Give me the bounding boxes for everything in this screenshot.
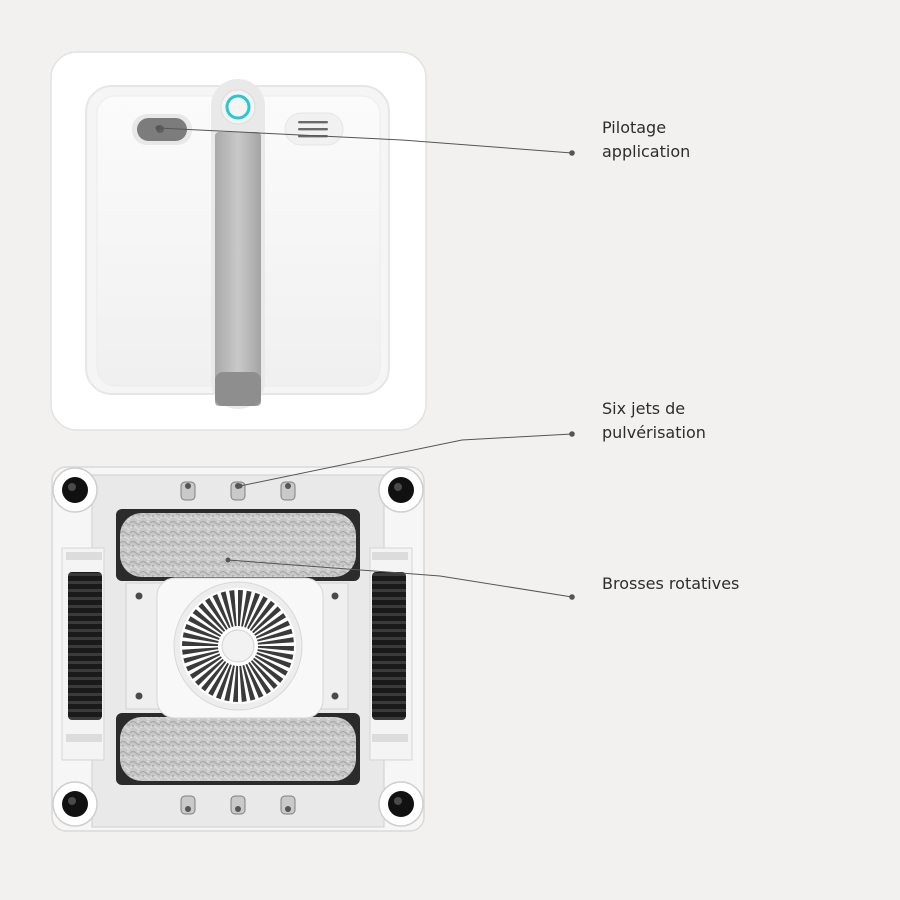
fan-blade bbox=[244, 592, 261, 628]
fan-blade bbox=[254, 655, 288, 676]
callout-line: pulvérisation bbox=[602, 423, 706, 442]
fan-blade bbox=[224, 665, 235, 702]
spray-jet-6 bbox=[280, 795, 296, 815]
fan-blade bbox=[186, 653, 221, 672]
corner-wheel-top-left bbox=[52, 467, 98, 513]
spray-jet-1 bbox=[180, 481, 196, 501]
fan-blade bbox=[242, 665, 256, 701]
fan-blade bbox=[182, 640, 219, 646]
fan-icon bbox=[173, 581, 303, 711]
spray-jet-5 bbox=[230, 795, 246, 815]
fan-blade bbox=[253, 657, 284, 683]
callout-line: application bbox=[602, 142, 691, 161]
fan-blade bbox=[192, 609, 223, 635]
leader-line-spray-jets bbox=[239, 433, 573, 487]
fan-blade bbox=[249, 600, 275, 631]
fan-blade bbox=[220, 591, 234, 627]
fan-blade bbox=[183, 650, 219, 664]
fan-blade bbox=[254, 613, 287, 636]
fan-blade bbox=[247, 596, 268, 630]
leader-line-brushes bbox=[227, 559, 573, 598]
fan-blade bbox=[257, 637, 294, 645]
callout-app-control: Pilotage application bbox=[602, 116, 690, 164]
device-top-view bbox=[50, 51, 427, 431]
top-rotating-brush bbox=[116, 509, 360, 581]
corner-wheel-bottom-right bbox=[378, 781, 424, 827]
fan-blades bbox=[182, 590, 294, 702]
fan-blade bbox=[198, 603, 226, 632]
device-bottom-view bbox=[51, 466, 425, 832]
callout-rotating-brushes: Brosses rotatives bbox=[602, 572, 739, 596]
leader-lines bbox=[155, 125, 575, 600]
corner-wheel-bottom-left bbox=[52, 781, 98, 827]
fan-blade bbox=[252, 606, 281, 634]
fan-blade bbox=[248, 662, 271, 695]
spray-jet-3 bbox=[280, 481, 296, 501]
fan-blade bbox=[189, 656, 222, 679]
fan-blade bbox=[205, 597, 228, 630]
callout-spray-jets: Six jets de pulvérisation bbox=[602, 397, 706, 445]
callout-line: Brosses rotatives bbox=[602, 574, 740, 593]
fan-blade bbox=[250, 660, 278, 689]
fan-blade bbox=[201, 661, 227, 692]
handle-bar bbox=[211, 79, 265, 409]
callout-line: Pilotage bbox=[602, 118, 667, 137]
callout-line: Six jets de bbox=[602, 399, 686, 418]
fan-blade bbox=[212, 594, 231, 629]
fan-blade bbox=[255, 620, 290, 639]
fan-blade bbox=[239, 665, 247, 702]
fan-blade bbox=[257, 649, 294, 660]
fan-blade bbox=[184, 623, 220, 640]
left-track bbox=[68, 572, 102, 720]
fan-blade bbox=[238, 590, 244, 627]
status-ring-icon bbox=[225, 94, 251, 120]
spray-jet-4 bbox=[180, 795, 196, 815]
fan-blade bbox=[195, 658, 224, 686]
corner-wheel-top-right bbox=[378, 467, 424, 513]
fan-blade bbox=[232, 665, 238, 702]
fan-blade bbox=[182, 632, 219, 643]
fan-blade bbox=[215, 664, 232, 700]
fan-blade bbox=[245, 663, 264, 698]
fan-blade bbox=[241, 590, 252, 627]
fan-blade bbox=[257, 628, 293, 642]
fan-blade bbox=[257, 646, 294, 652]
fan-blade bbox=[188, 616, 222, 637]
right-track bbox=[372, 572, 406, 720]
leader-line-app-control bbox=[157, 127, 573, 154]
fan-blade bbox=[229, 590, 237, 627]
bottom-rotating-brush bbox=[116, 713, 360, 785]
fan-blade bbox=[182, 647, 219, 655]
fan-blade bbox=[256, 652, 292, 669]
fan-blade bbox=[208, 662, 229, 696]
menu-lines-icon bbox=[284, 112, 344, 146]
